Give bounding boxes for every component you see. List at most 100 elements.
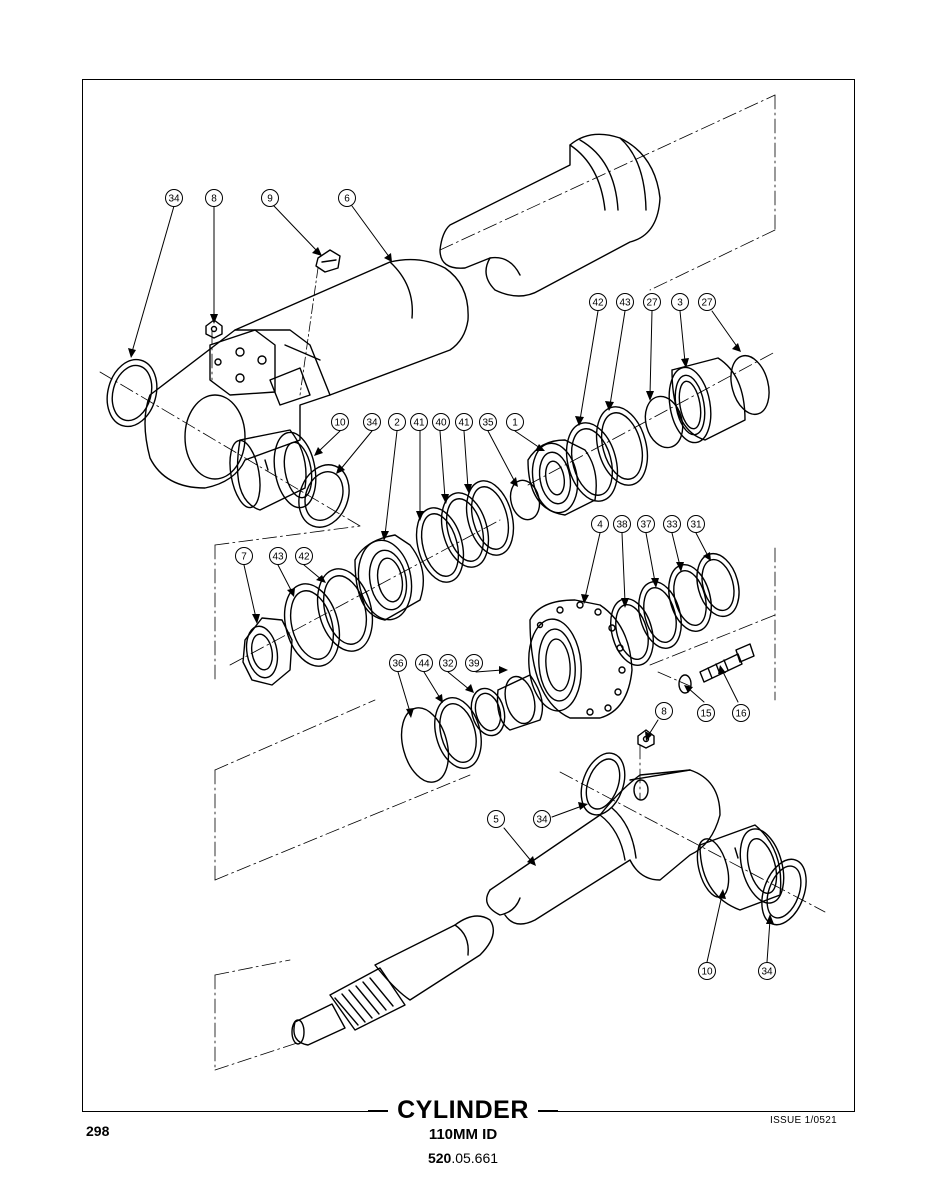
callout-34: 34	[758, 962, 776, 980]
callout-label: 9	[267, 194, 273, 205]
callout-label: 37	[640, 520, 652, 531]
seal-part-33	[668, 564, 712, 632]
callout-3: 3	[671, 293, 689, 311]
callout-label: 41	[458, 418, 470, 429]
seal-part-27-a	[644, 395, 684, 449]
callout-label: 6	[344, 194, 350, 205]
gland-part-1	[527, 439, 597, 516]
seal-part-34-lower	[580, 752, 626, 816]
fitting-part-8-lower	[637, 729, 655, 749]
fitting-part-9	[299, 249, 341, 396]
callout-5: 5	[487, 810, 505, 828]
callout-41: 41	[410, 413, 428, 431]
callout-label: 39	[468, 659, 480, 670]
seal-part-41-a	[415, 507, 465, 583]
page-subtitle: 110MM ID	[428, 1126, 498, 1143]
callout-41: 41	[455, 413, 473, 431]
seal-part-34-lower-right	[761, 858, 807, 926]
leader-lines	[131, 205, 771, 963]
rod-part-5	[486, 769, 721, 925]
part-number: 520.05.661	[388, 1150, 538, 1166]
callout-1: 1	[506, 413, 524, 431]
seal-part-35	[509, 479, 541, 521]
callout-34: 34	[533, 810, 551, 828]
seal-part-44	[434, 697, 482, 769]
callout-2: 2	[388, 413, 406, 431]
fitting-part-8-upper	[205, 319, 223, 339]
callout-label: 31	[690, 520, 702, 531]
callout-label: 43	[272, 552, 284, 563]
callout-40: 40	[432, 413, 450, 431]
callout-10: 10	[698, 962, 716, 980]
callout-label: 35	[482, 418, 494, 429]
callout-27: 27	[643, 293, 661, 311]
callout-16: 16	[732, 704, 750, 722]
callout-27: 27	[698, 293, 716, 311]
callout-44: 44	[415, 654, 433, 672]
callout-8: 8	[205, 189, 223, 207]
callout-8: 8	[655, 702, 673, 720]
callout-43: 43	[269, 547, 287, 565]
callout-37: 37	[637, 515, 655, 533]
title-rule-right	[536, 1110, 558, 1111]
callout-label: 15	[700, 709, 712, 720]
callout-38: 38	[613, 515, 631, 533]
callout-39: 39	[465, 654, 483, 672]
issue-label: ISSUE 1/0521	[770, 1115, 837, 1126]
bushing-part-10-lower	[696, 824, 785, 911]
callout-label: 38	[616, 520, 628, 531]
nut-part-7	[242, 617, 293, 686]
callout-label: 36	[392, 659, 404, 670]
bolt-part-16	[699, 643, 755, 683]
callout-34: 34	[165, 189, 183, 207]
seal-part-43-lower	[283, 583, 341, 667]
callout-32: 32	[439, 654, 457, 672]
page-title: CYLINDER	[388, 1096, 538, 1125]
callout-label: 16	[735, 709, 747, 720]
callout-33: 33	[663, 515, 681, 533]
seal-part-32	[470, 687, 506, 737]
callout-42: 42	[589, 293, 607, 311]
callout-label: 34	[168, 194, 180, 205]
page-number: 298	[86, 1123, 110, 1139]
rod-upper	[439, 133, 661, 297]
seal-part-43-upper	[595, 406, 649, 486]
seal-part-42-lower	[316, 568, 374, 652]
callout-label: 44	[418, 659, 430, 670]
callout-label: 10	[701, 967, 713, 978]
callout-34: 34	[363, 413, 381, 431]
rod-lower	[291, 915, 494, 1046]
piston-part-2	[354, 534, 424, 621]
callout-6: 6	[338, 189, 356, 207]
seal-part-39	[496, 674, 544, 731]
callout-label: 34	[366, 418, 378, 429]
callout-36: 36	[389, 654, 407, 672]
callout-label: 32	[442, 659, 454, 670]
washer-part-15	[678, 674, 692, 694]
callout-4: 4	[591, 515, 609, 533]
callout-label: 1	[512, 418, 518, 429]
title-rule-left	[368, 1110, 390, 1111]
callout-31: 31	[687, 515, 705, 533]
seal-part-38	[610, 598, 654, 666]
callout-15: 15	[697, 704, 715, 722]
callout-label: 10	[334, 418, 346, 429]
callout-label: 4	[597, 520, 603, 531]
callout-label: 33	[666, 520, 678, 531]
bushing-part-10-upper	[229, 429, 317, 511]
seal-part-34-upper	[106, 358, 158, 428]
callout-label: 27	[646, 298, 658, 309]
seal-part-34-mid	[298, 464, 350, 528]
callout-label: 42	[592, 298, 604, 309]
callout-42: 42	[295, 547, 313, 565]
center-lines	[99, 94, 826, 1071]
callout-43: 43	[616, 293, 634, 311]
callout-label: 42	[298, 552, 310, 563]
callout-label: 41	[413, 418, 425, 429]
callout-label: 8	[211, 194, 217, 205]
callout-label: 5	[493, 815, 499, 826]
callout-label: 7	[241, 552, 247, 563]
callout-7: 7	[235, 547, 253, 565]
callout-label: 27	[701, 298, 713, 309]
part-number-prefix: 520	[427, 1150, 452, 1166]
